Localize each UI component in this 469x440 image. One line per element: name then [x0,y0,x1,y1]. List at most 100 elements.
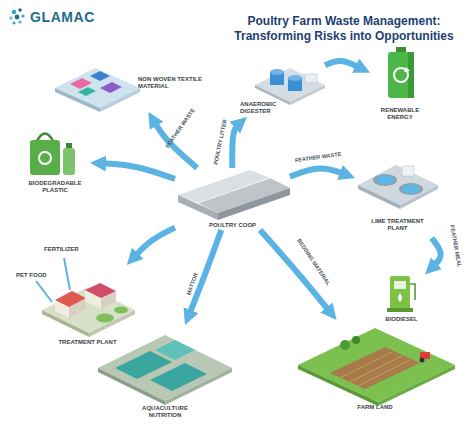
label-group: POULTRY COOP [175,222,290,229]
illustration-node: AQUACULTURE NUTRITION [95,325,235,425]
tank-top [288,75,302,81]
platform-top [98,335,232,401]
label-group: NON WOVEN TEXTILE MATERIAL [138,76,204,90]
storage-tank [114,307,128,314]
illustration-node: NON WOVEN TEXTILE MATERIAL [50,50,210,112]
product-pointer [36,281,52,302]
biodiesel-illustration [387,276,415,312]
tank-top [270,69,284,75]
ploughed-soil [330,347,420,389]
fabric-roll [78,87,96,96]
logo-dot [21,14,24,17]
furrow [350,356,402,382]
building-roof [85,283,116,298]
tank-water [402,185,420,194]
flow-arrow [432,238,441,268]
platform-top [42,287,135,333]
fuel-drop [398,293,402,302]
field [298,328,455,402]
label-group: TREATMENT PLANT [40,339,135,346]
platform-top [255,68,325,102]
logo-dot [15,15,20,20]
flow-arrow [100,163,175,179]
node-label: NON WOVEN TEXTILE MATERIAL [138,76,204,90]
tree [340,340,350,350]
aquaculture-illustration [98,335,232,405]
logo-icon [9,8,24,24]
node-label: AQUACULTURE NUTRITION [130,405,200,419]
flow-label: FEATHER WASTE [294,151,341,163]
label-group: FARM LAND [295,404,455,411]
illustration-node: TREATMENT PLANT [40,265,135,350]
label-group: ANAEROBIC DIGESTER [240,101,285,115]
label-group: AQUACULTURE NUTRITION [130,405,200,419]
pump-screen [394,281,406,289]
control-building [305,74,317,83]
fabric-roll [90,71,110,81]
logo-dot [9,16,13,20]
coop-illustration [178,170,290,220]
treatment-plant-illustration [36,258,135,337]
fish-pool [150,363,207,391]
flow-arrow [134,228,175,258]
bag-body [30,140,60,175]
tank-rim [373,174,397,186]
pump-nozzle [410,284,415,300]
node-label: FARM LAND [295,404,455,411]
tank-water [376,176,394,185]
label-group: RENEWABLE ENERGY [370,107,430,121]
furrow [358,360,410,386]
tank-rim [399,183,423,195]
bag-handle [37,134,53,142]
product-label: FERTILIZER [44,246,79,252]
battery-body [388,52,414,98]
flow-label: FEATHER MEAL [449,224,462,267]
platform-side [358,185,400,209]
fabric-roll [100,82,122,93]
storage-tank [96,314,114,323]
logo-dot [12,10,16,14]
roof-ridge [198,178,270,203]
product-label: PET FOOD [16,272,47,278]
flow-arrow [290,169,346,177]
pump-body [390,276,410,310]
flow-label: FEATHER WASTE [164,107,196,149]
label-group: LIME TREATMENT PLANT [365,218,430,232]
bottle-body [63,148,75,175]
plastic-illustration [30,134,75,176]
platform-top [55,68,140,108]
fish-pool [155,340,195,360]
label-group: BIODIESEL [373,316,430,323]
textile-illustration [55,68,140,112]
logo-dot [18,20,22,24]
control-building [402,166,414,176]
illustration-node: RENEWABLE ENERGY [370,45,430,130]
node-label: TREATMENT PLANT [40,339,135,346]
platform-side [55,88,100,112]
node-label: BIODEGRADABLE PLASTIC [20,180,90,194]
flow-label: POULTRY LITTER [212,119,228,166]
tractor-wheel [420,358,425,363]
flow-arrow [232,124,239,168]
building-roof [55,291,86,307]
coop-wall [178,195,218,220]
node-label: POULTRY COOP [175,222,290,229]
platform-top [358,165,438,205]
battery-illustration [388,47,414,98]
node-label: BIODIESEL [373,316,430,323]
platform-side [100,88,140,112]
product-pointer [64,258,70,290]
illustration-node: ANAEROBIC DIGESTER [240,55,325,117]
pump-base [387,308,413,312]
platform-side [89,310,135,337]
illustration-node: BIODIESEL [378,270,425,325]
digester-illustration [255,68,325,105]
node-label: RENEWABLE ENERGY [370,107,430,121]
farm-illustration [298,328,455,406]
node-label: LIME TREATMENT PLANT [365,218,430,232]
logo-dot [12,21,15,24]
logo-dot [18,8,22,12]
illustration-node: BIODEGRADABLE PLASTIC [20,125,90,197]
flow-arrow [325,61,361,68]
